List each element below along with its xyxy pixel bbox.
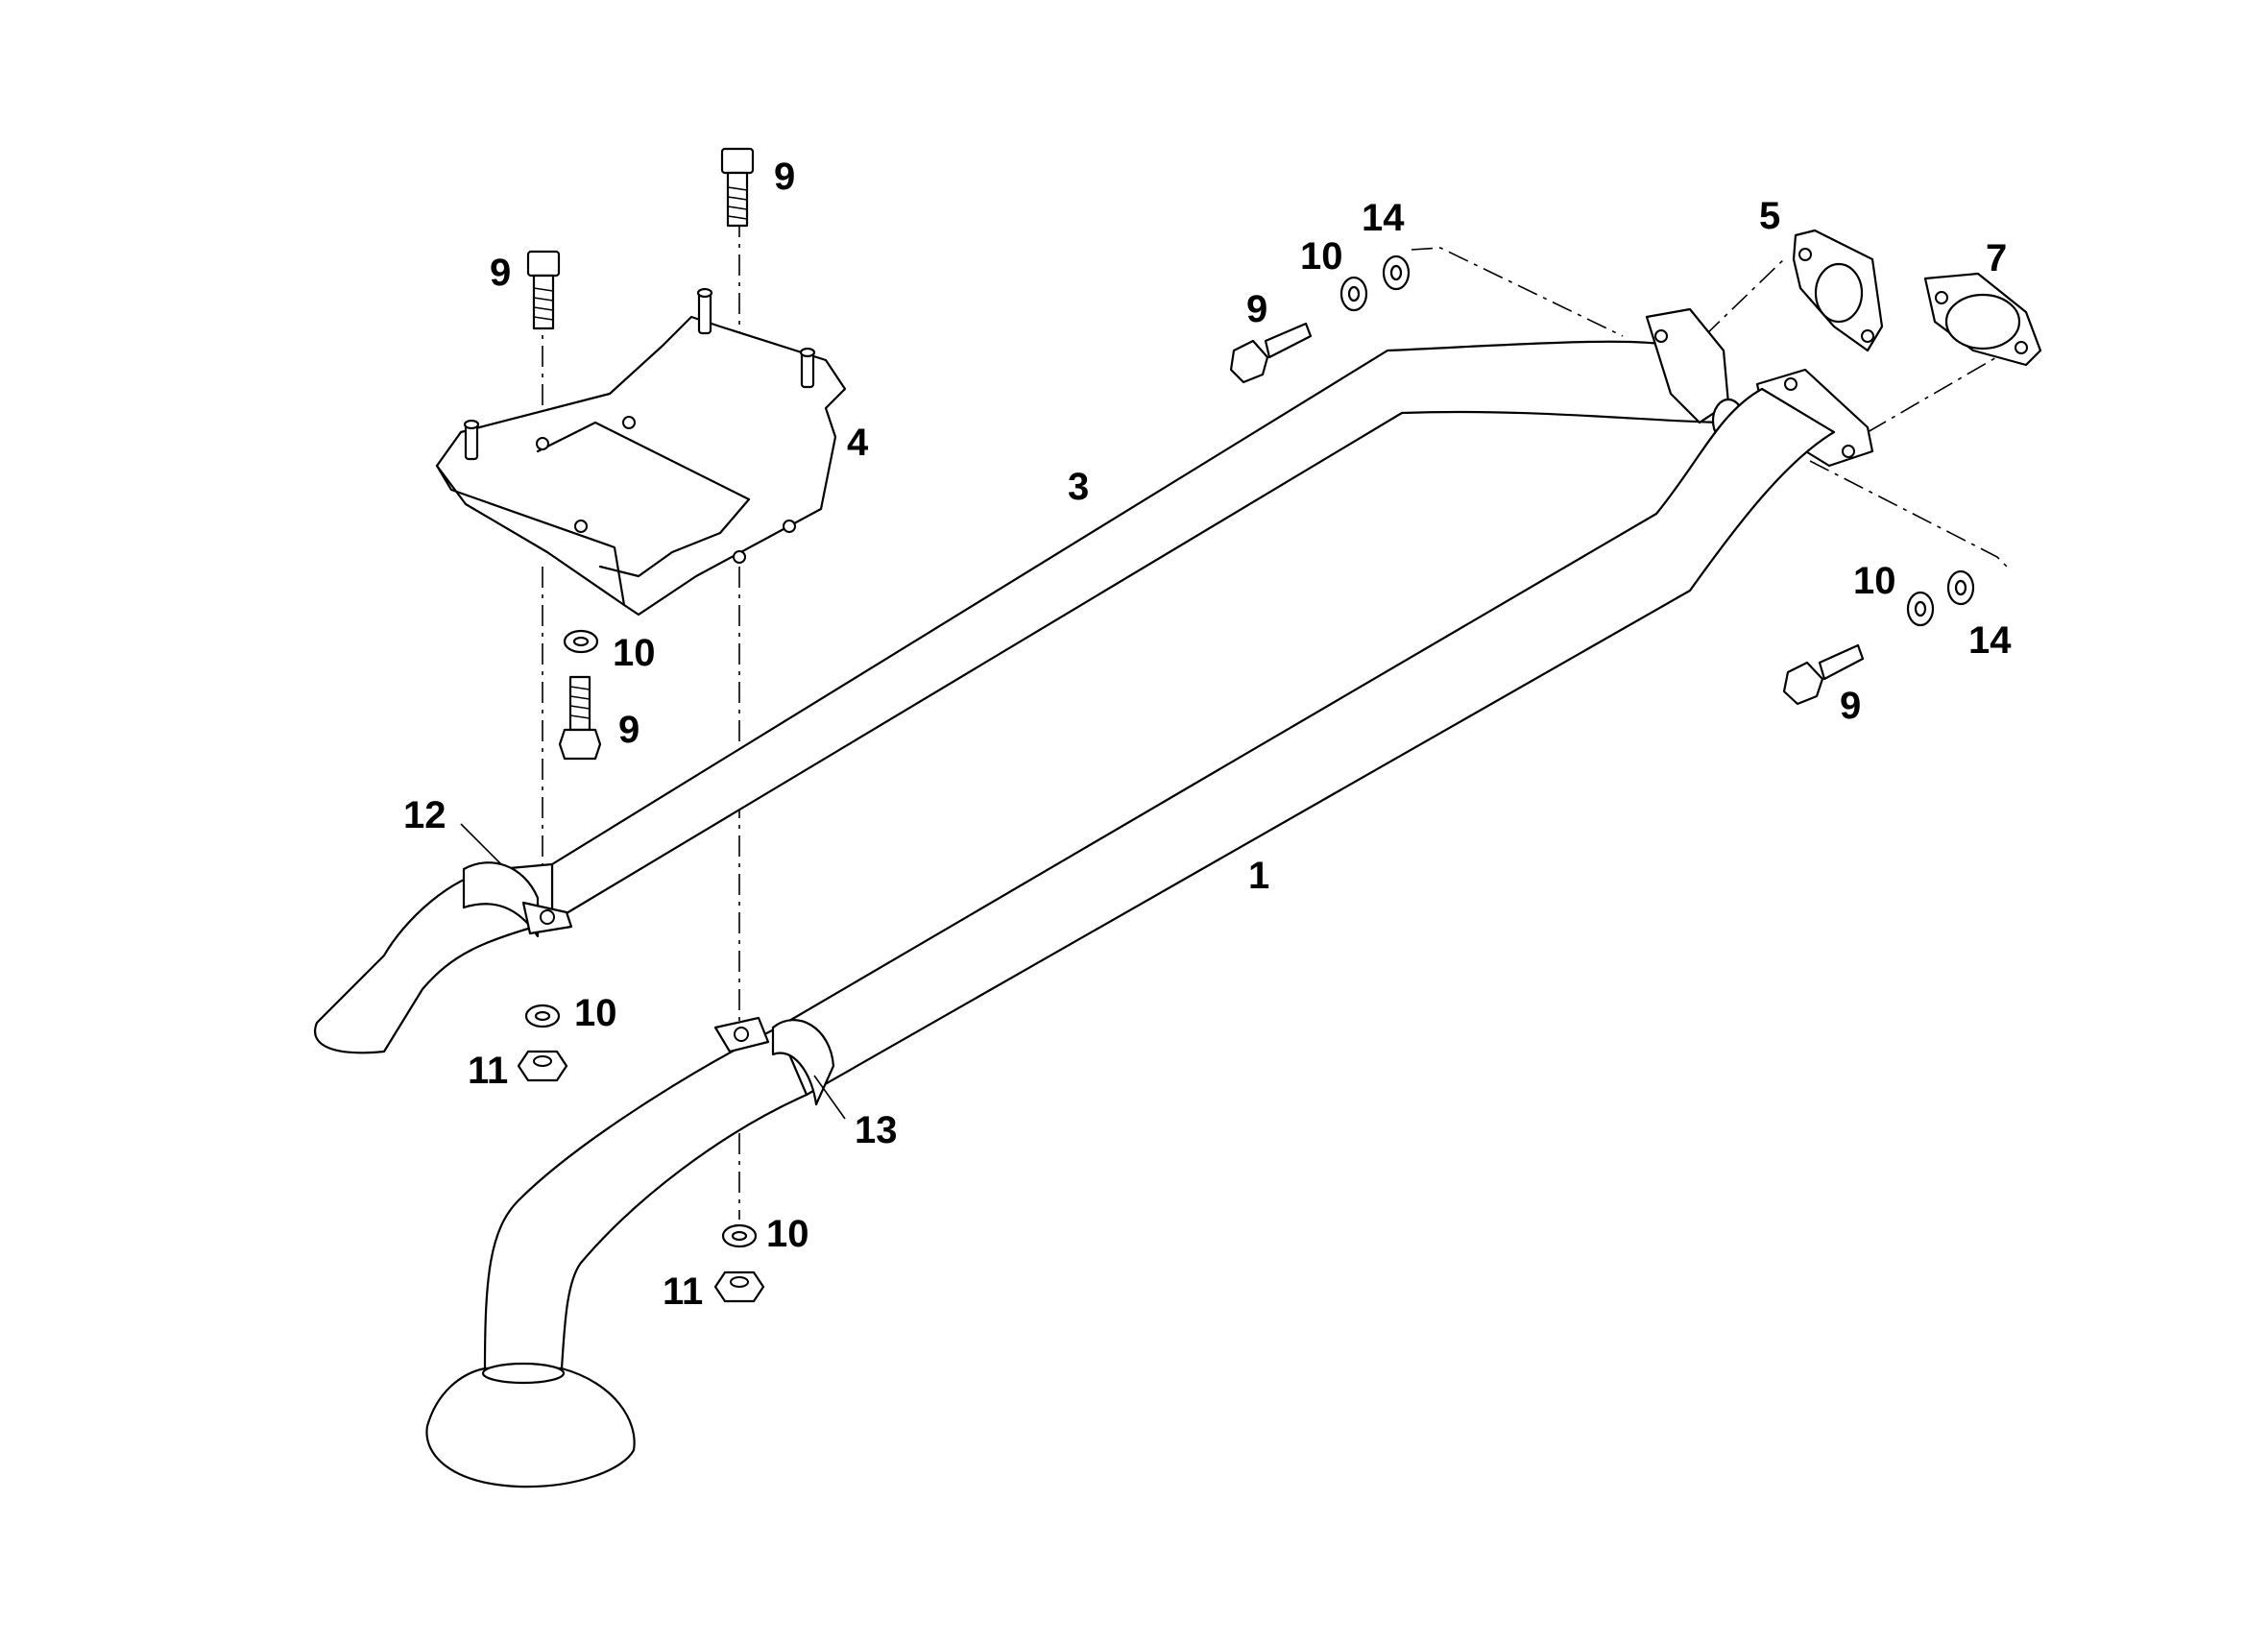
gasket-5 <box>1792 229 1884 352</box>
callout-9-top: 9 <box>774 156 795 198</box>
gasket-7 <box>1923 272 2042 367</box>
callout-9-middle: 9 <box>618 709 639 751</box>
nuts <box>517 1050 765 1303</box>
callout-13: 13 <box>855 1109 898 1151</box>
leader-lines <box>460 823 846 1120</box>
tailpipe-3 <box>314 340 1730 1054</box>
washers <box>524 254 1975 1248</box>
callout-5: 5 <box>1759 195 1780 237</box>
bolt-9-top <box>720 147 755 228</box>
callout-3: 3 <box>1068 466 1089 508</box>
callout-9-left: 9 <box>490 252 511 294</box>
callout-10-flange-right: 10 <box>1853 560 1896 602</box>
callout-10-clamp-left: 10 <box>574 992 617 1034</box>
callout-9-flange-left: 9 <box>1246 288 1267 330</box>
callout-1: 1 <box>1248 855 1269 897</box>
callout-10-clamp-right: 10 <box>766 1213 809 1255</box>
callout-14-flange-left: 14 <box>1362 197 1405 239</box>
callout-4: 4 <box>847 422 869 464</box>
callout-12: 12 <box>403 794 446 836</box>
callout-labels: 1 3 4 5 7 9 9 9 9 9 10 10 10 10 10 11 11… <box>403 156 2012 1313</box>
bracket-4 <box>435 287 847 617</box>
callout-14-flange-right: 14 <box>1968 619 2012 662</box>
callout-10-bracket: 10 <box>613 632 656 674</box>
callout-9-flange-right: 9 <box>1840 685 1861 727</box>
bolt-9-flange-right <box>1782 643 1865 706</box>
bolt-9-middle <box>558 675 602 761</box>
callout-7: 7 <box>1986 237 2007 279</box>
callout-11-right: 11 <box>663 1270 703 1313</box>
bolt-9-left <box>526 250 561 330</box>
tailpipe-1 <box>425 387 1836 1488</box>
callout-10-flange-left: 10 <box>1300 235 1343 278</box>
callout-11-left: 11 <box>468 1050 508 1092</box>
bolt-9-flange-left <box>1229 322 1313 384</box>
